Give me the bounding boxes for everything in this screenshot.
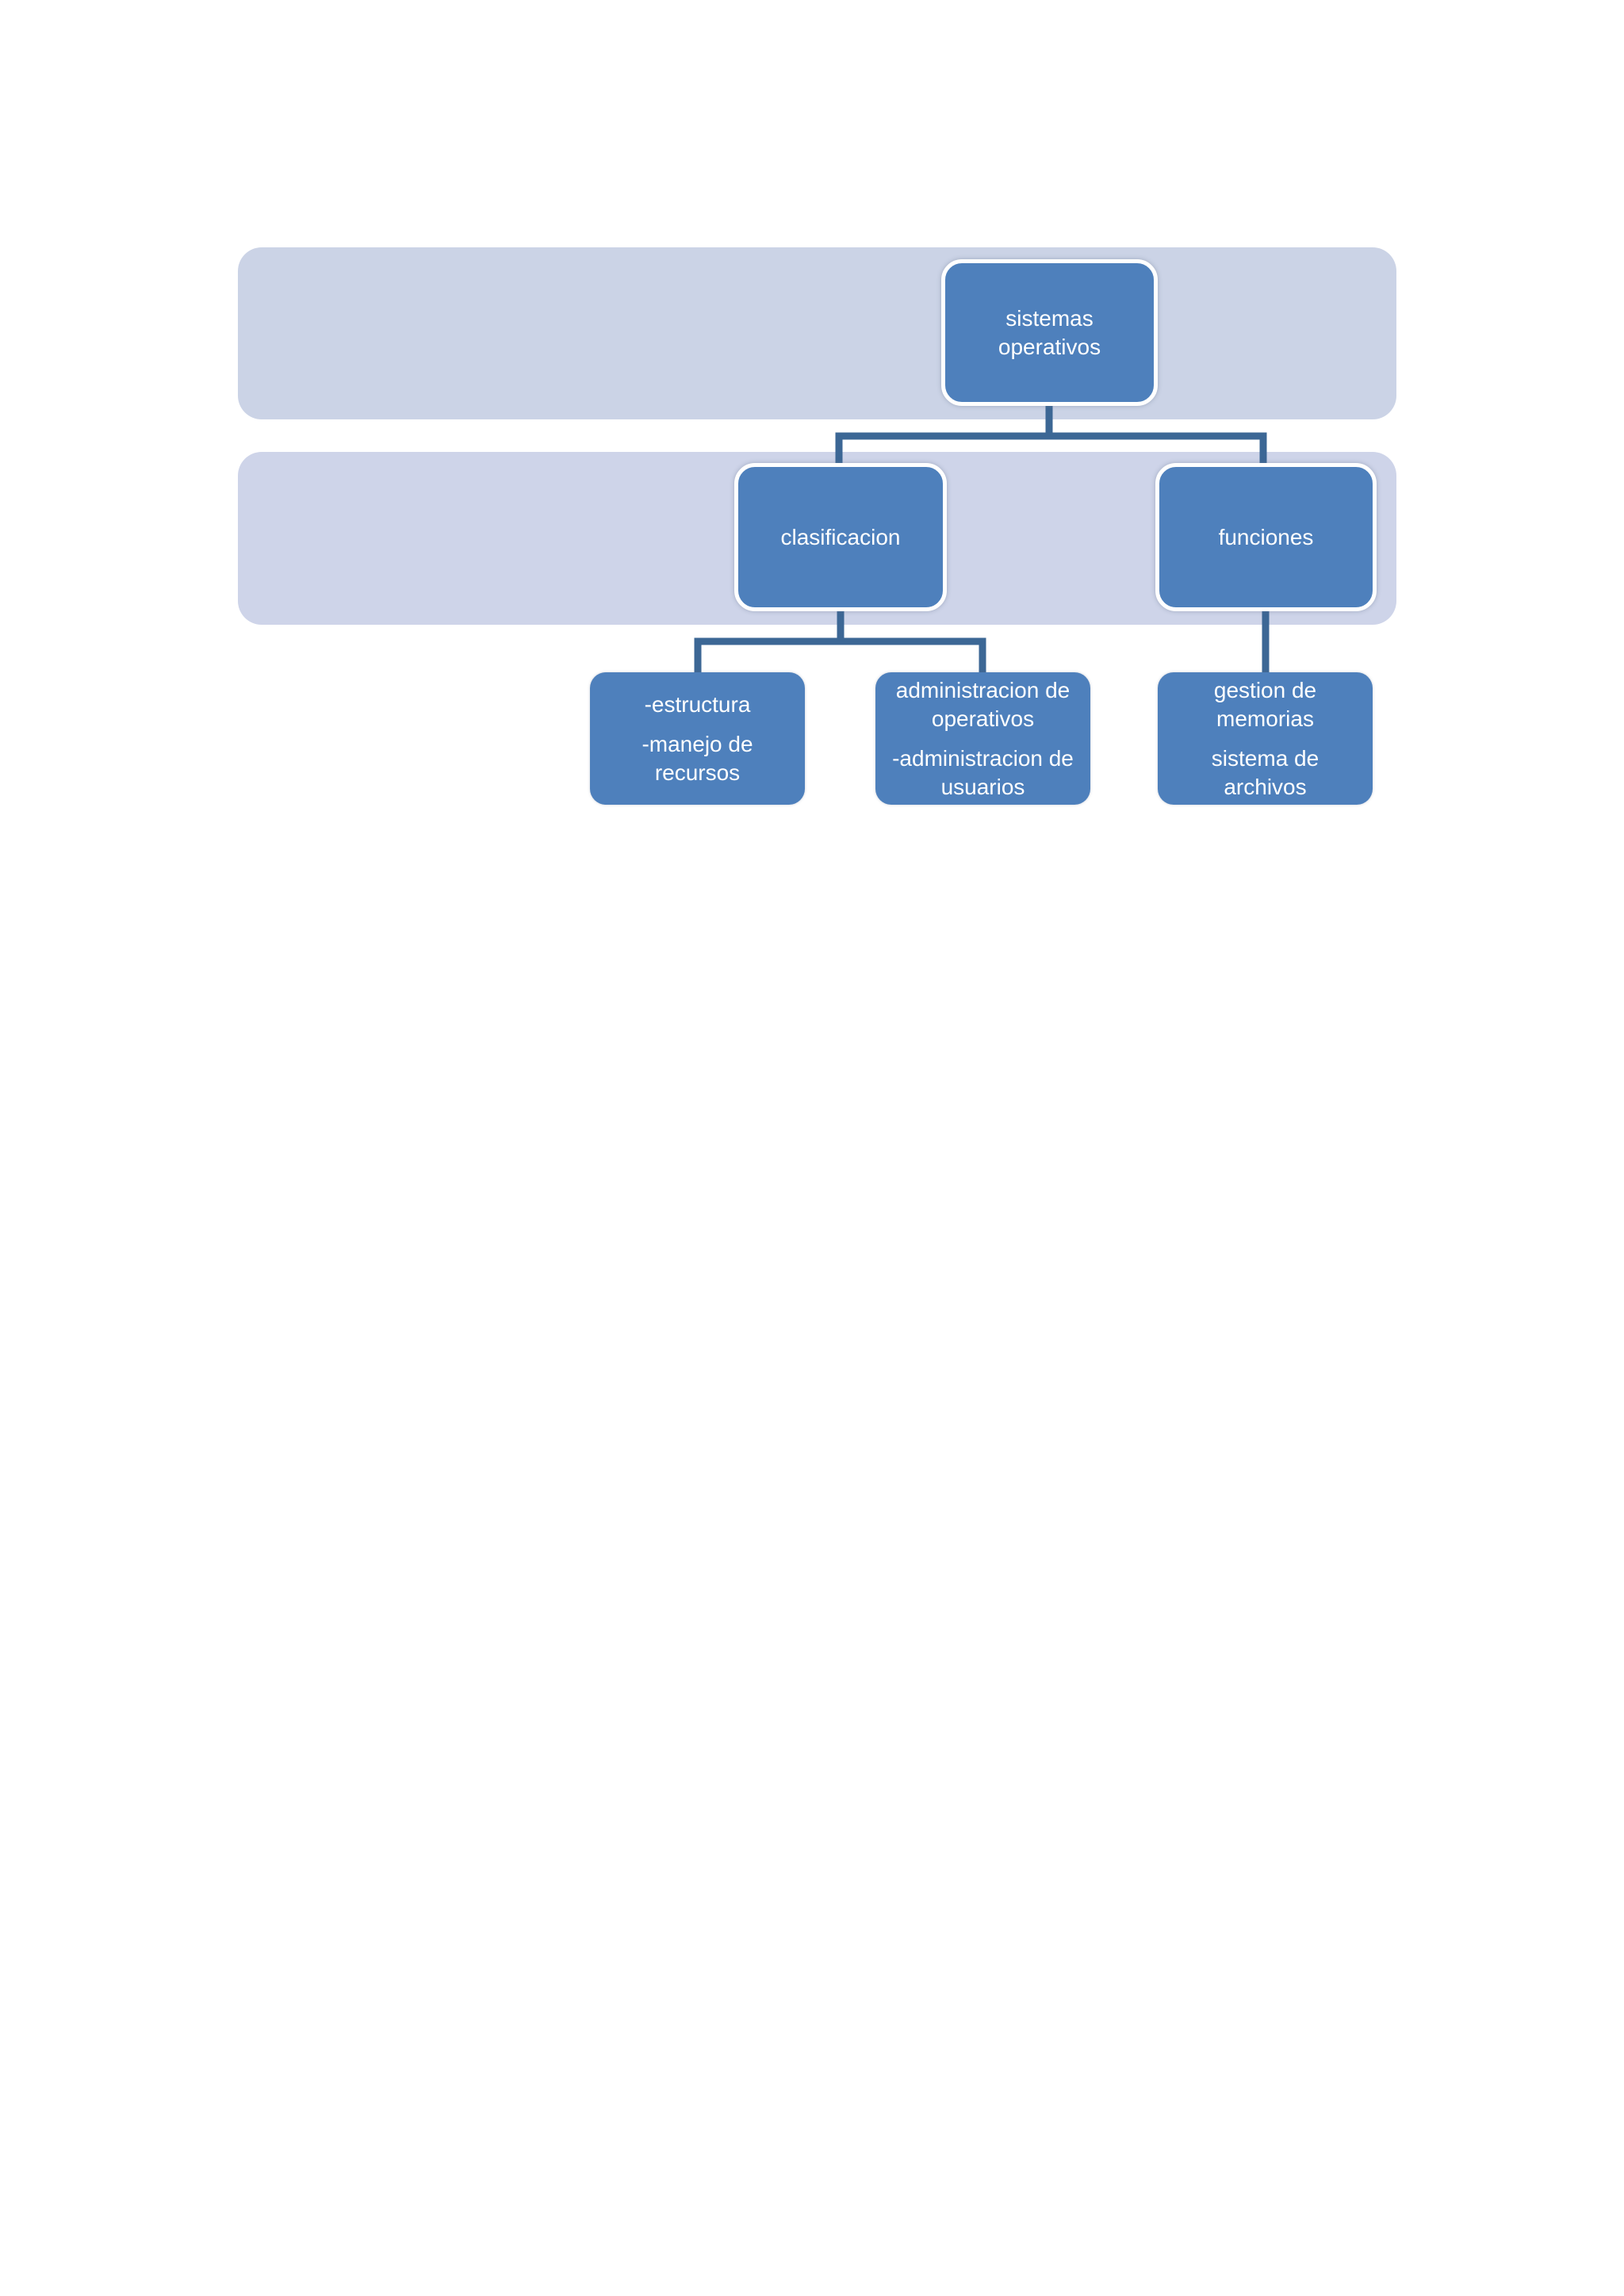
node-paragraph: administracion de operativos: [896, 676, 1070, 733]
node-text: funciones: [1219, 523, 1314, 552]
node-label-line: sistema de: [1211, 745, 1320, 771]
node-clasificacion: clasificacion: [734, 463, 947, 611]
node-paragraph: -estructura: [645, 691, 751, 719]
connector-clasificacion-to-children: [694, 604, 986, 678]
node-label-line: -estructura: [644, 691, 751, 717]
node-text: sistemas operativos: [998, 304, 1101, 362]
node-label-line: operativos: [998, 334, 1101, 359]
node-label-line: operativos: [931, 706, 1035, 731]
node-estructura-manejo-de-recursos: -estructura -manejo de recursos: [590, 672, 805, 805]
node-paragraph: -administracion de usuarios: [892, 744, 1074, 802]
connector-root-to-level2: [835, 396, 1267, 469]
node-administracion-de-operativos-usuarios: administracion de operativos -administra…: [875, 672, 1090, 805]
node-paragraph: -manejo de recursos: [642, 730, 753, 787]
node-label-line: clasificacion: [780, 524, 901, 549]
node-gestion-memorias-sistema-archivos: gestion de memorias sistema de archivos: [1158, 672, 1373, 805]
node-label-line: memorias: [1216, 706, 1314, 731]
node-label-line: -administracion de: [892, 745, 1074, 771]
node-label-line: recursos: [654, 760, 741, 785]
node-paragraph: gestion de memorias: [1214, 676, 1316, 733]
hierarchy-band-level-1: [238, 247, 1396, 419]
node-label-line: administracion de: [895, 677, 1071, 702]
connector-lines: [694, 396, 1270, 678]
node-label-line: funciones: [1218, 524, 1314, 549]
node-sistemas-operativos: sistemas operativos: [941, 259, 1158, 406]
node-label-line: sistemas: [1005, 305, 1094, 331]
node-funciones: funciones: [1155, 463, 1377, 611]
node-label-line: gestion de: [1213, 677, 1317, 702]
node-label-line: -manejo de: [642, 731, 753, 756]
node-label-line: archivos: [1224, 774, 1307, 799]
node-paragraph: sistema de archivos: [1212, 744, 1319, 802]
node-label-line: usuarios: [940, 774, 1025, 799]
node-text: clasificacion: [781, 523, 901, 552]
